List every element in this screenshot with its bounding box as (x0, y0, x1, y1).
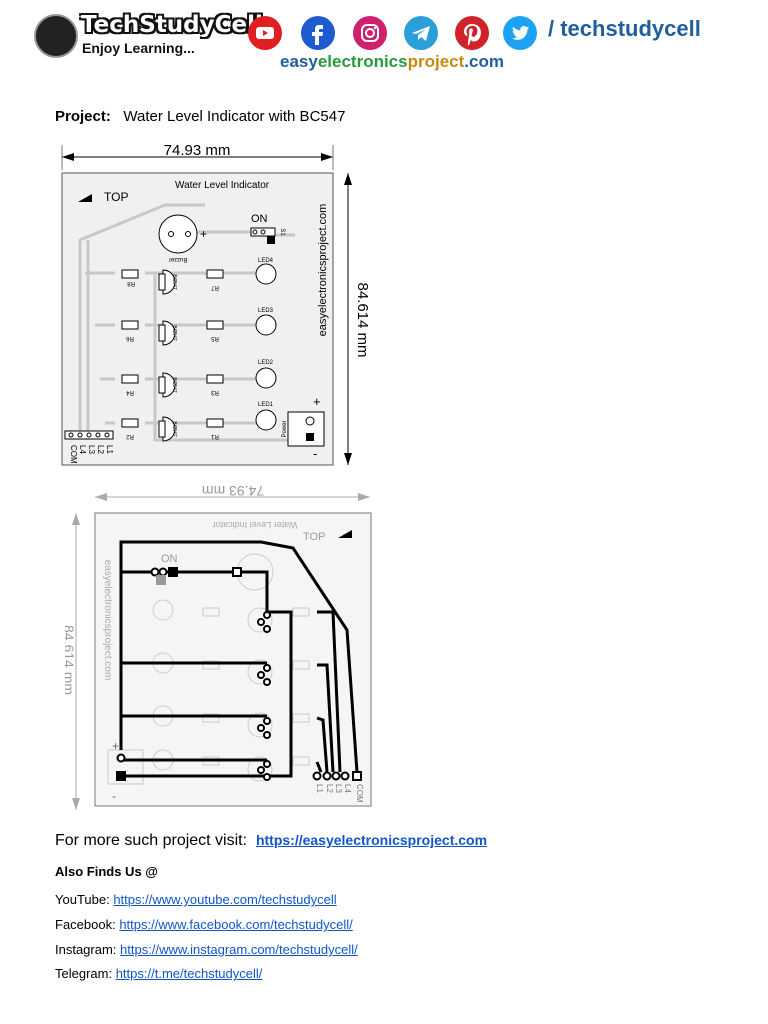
svg-text:LED2: LED2 (258, 360, 274, 366)
facebook-link[interactable]: https://www.facebook.com/techstudycell/ (119, 917, 353, 932)
switch-label: ON (161, 553, 178, 565)
svg-text:LED4: LED4 (258, 258, 274, 264)
website-part-project: project (407, 52, 465, 71)
svg-text:BC547: BC547 (171, 421, 177, 437)
svg-text:R4: R4 (126, 389, 134, 395)
twitter-icon[interactable] (503, 16, 537, 50)
svg-text:LED1: LED1 (258, 402, 274, 408)
svg-text:L1: L1 (105, 445, 114, 454)
youtube-link[interactable]: https://www.youtube.com/techstudycell (113, 892, 337, 907)
traces (78, 203, 295, 442)
sensor-connector (64, 430, 114, 440)
top-marker: TOP (104, 190, 128, 204)
telegram-icon[interactable] (404, 16, 438, 50)
instagram-icon[interactable] (353, 16, 387, 50)
svg-text:L3: L3 (334, 784, 343, 793)
svg-text:BC547: BC547 (171, 325, 177, 341)
copper-traces (119, 540, 359, 778)
logo-badge (34, 14, 78, 58)
website-vertical: easyelectronicsproject.com (102, 560, 113, 681)
height-dimension: 84.614 mm (344, 173, 371, 465)
svg-text:COM: COM (355, 784, 364, 803)
website-part-easy: easy (280, 52, 318, 71)
svg-text:R7: R7 (211, 284, 219, 290)
height-dimension-label: 84.614 mm (354, 282, 371, 357)
width-dimension-label: 74.93 mm (164, 142, 231, 159)
youtube-icon[interactable] (248, 16, 282, 50)
width-dimension: 74.93 mm (61, 142, 334, 170)
board-title: Water Level Indicator (175, 180, 270, 191)
svg-text:+: + (112, 739, 119, 753)
switch-outline (250, 227, 276, 237)
svg-text:L4: L4 (343, 784, 352, 793)
buzzer-outline (158, 214, 198, 254)
component-row-1: R8 BC547 R7 LED4 (121, 258, 277, 295)
svg-text:R3: R3 (211, 389, 219, 395)
svg-text:L3: L3 (87, 445, 96, 454)
svg-text:COM: COM (69, 445, 78, 464)
switch-ref: S1 (279, 228, 285, 236)
svg-text:+: + (200, 227, 207, 241)
telegram-link-line: Telegram: https://t.me/techstudycell/ (55, 966, 262, 981)
svg-text:R1: R1 (211, 433, 219, 439)
top-marker: TOP (303, 531, 325, 543)
telegram-label: Telegram: (55, 966, 113, 981)
youtube-link-line: YouTube: https://www.youtube.com/techstu… (55, 892, 337, 907)
svg-text:L2: L2 (325, 784, 334, 793)
more-projects-line: For more such project visit: https://eas… (55, 832, 487, 850)
svg-text:L4: L4 (78, 445, 87, 454)
website-logo-text: easyelectronicsproject.com (280, 52, 504, 72)
svg-text:R5: R5 (211, 335, 219, 341)
project-label: Project: (55, 108, 111, 125)
component-row-2: R6 BC547 R5 LED3 (121, 308, 277, 346)
svg-text:L1: L1 (315, 784, 324, 793)
board-outline (94, 512, 372, 807)
instagram-link[interactable]: https://www.instagram.com/techstudycell/ (120, 942, 358, 957)
svg-text:R2: R2 (126, 433, 134, 439)
width-dimension-label: 74.93 mm (202, 483, 264, 499)
pcb-bottom-layout: 74.93 mm 84.614 mm Water Level Indicator… (65, 483, 372, 810)
component-row-4: R2 BC547 R1 LED1 (121, 402, 277, 442)
switch-label: ON (251, 213, 268, 225)
pinterest-icon[interactable] (455, 16, 489, 50)
svg-text:-: - (313, 446, 317, 461)
svg-text:-: - (112, 789, 116, 803)
svg-text:L2: L2 (96, 445, 105, 454)
svg-text:R8: R8 (127, 280, 135, 286)
pcb-top-layout: 74.93 mm 84.614 mm TOP Water Level Indic… (61, 142, 371, 466)
website-part-electronics: electronics (317, 52, 408, 71)
project-title: Water Level Indicator with BC547 (123, 108, 346, 125)
brand-name: TechStudyCell (81, 12, 263, 38)
instagram-link-line: Instagram: https://www.instagram.com/tec… (55, 942, 358, 957)
telegram-link[interactable]: https://t.me/techstudycell/ (115, 966, 263, 981)
facebook-icon[interactable] (301, 16, 335, 50)
instagram-label: Instagram: (55, 942, 117, 957)
website-link[interactable]: https://easyelectronicsproject.com (255, 832, 488, 848)
buzzer-label: Buzzer (169, 256, 188, 262)
svg-text:BC547: BC547 (171, 377, 177, 393)
also-find-us-heading: Also Finds Us @ (55, 864, 158, 879)
svg-text:LED3: LED3 (258, 308, 274, 314)
svg-text:BC547: BC547 (171, 274, 177, 290)
website-vertical: easyelectronicsproject.com (317, 204, 329, 337)
project-heading: Project: Water Level Indicator with BC54… (55, 108, 345, 125)
facebook-link-line: Facebook: https://www.facebook.com/techs… (55, 917, 353, 932)
facebook-label: Facebook: (55, 917, 116, 932)
more-projects-text: For more such project visit: (55, 832, 248, 849)
brand-tagline: Enjoy Learning... (82, 40, 195, 56)
component-row-3: R4 BC547 R3 LED2 (121, 360, 277, 398)
youtube-label: YouTube: (55, 892, 110, 907)
svg-text:+: + (313, 394, 321, 409)
svg-text:R6: R6 (126, 335, 134, 341)
social-handle: / techstudycell (548, 16, 701, 41)
height-dimension-label: 84.614 mm (65, 625, 77, 695)
board-title: Water Level Indicator (213, 520, 298, 530)
website-part-com: .com (464, 52, 504, 71)
svg-text:Power: Power (282, 420, 288, 437)
